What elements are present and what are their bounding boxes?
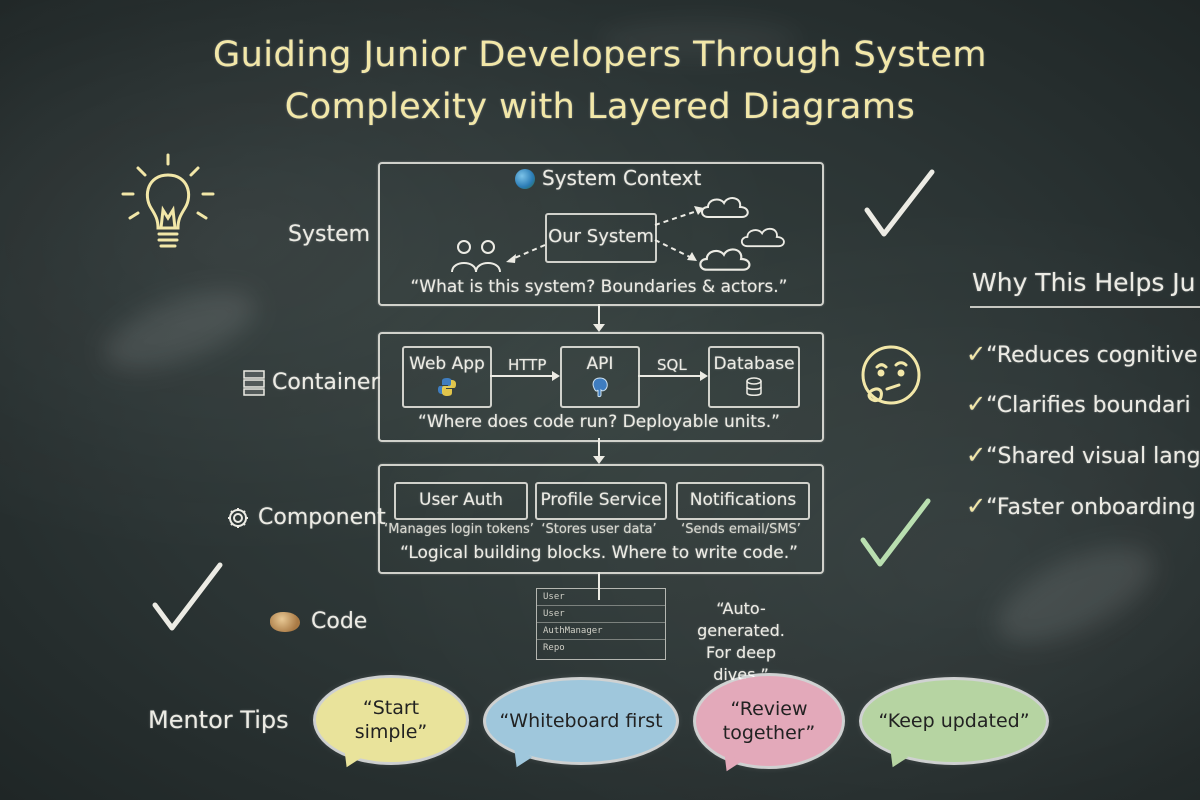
cloud-icon bbox=[699, 248, 751, 271]
system-quote: “What is this system? Boundaries & actor… bbox=[410, 277, 788, 297]
mentor-tip-bubble: “Review together” bbox=[696, 676, 842, 766]
layer-label-container: Container bbox=[272, 370, 380, 395]
mentor-tip-text: “Review together” bbox=[722, 698, 816, 744]
globe-icon bbox=[515, 169, 535, 189]
gear-icon bbox=[228, 508, 248, 528]
checkmark-icon bbox=[152, 562, 223, 631]
component-box bbox=[378, 464, 824, 574]
lightbulb-icon bbox=[121, 153, 215, 248]
why-item-text: “Faster onboarding bbox=[986, 495, 1196, 520]
user-auth-label: User Auth bbox=[419, 490, 503, 510]
container-quote: “Where does code run? Deployable units.” bbox=[418, 412, 780, 432]
http-label: HTTP bbox=[508, 356, 547, 374]
mentor-tip-bubble: “Start simple” bbox=[316, 678, 466, 762]
layer-label-code: Code bbox=[311, 609, 368, 634]
system-context-arrows bbox=[506, 206, 704, 263]
why-underline bbox=[970, 306, 1200, 308]
users-icon bbox=[451, 240, 501, 273]
notifications-box: Notifications bbox=[676, 482, 810, 520]
server-icon bbox=[243, 370, 265, 396]
web-app-box: Web App bbox=[402, 346, 492, 408]
user-auth-note: ‘Manages login tokens’ bbox=[384, 522, 534, 537]
python-icon bbox=[438, 378, 456, 396]
user-auth-box: User Auth bbox=[394, 482, 528, 520]
why-item: ✓“Faster onboarding bbox=[966, 492, 1196, 520]
thinking-face-icon bbox=[861, 345, 921, 405]
checkmark-icon bbox=[864, 169, 935, 237]
code-note-line1: “Auto-generated. bbox=[697, 599, 785, 640]
why-item-text: “Shared visual lang bbox=[986, 444, 1200, 469]
component-quote: “Logical building blocks. Where to write… bbox=[400, 543, 798, 563]
mentor-tip-text: “Keep updated” bbox=[878, 710, 1030, 732]
code-row: Repo bbox=[543, 643, 565, 653]
checkmark-icon: ✓ bbox=[966, 492, 987, 520]
code-note: “Auto-generated. For deep dives.” bbox=[676, 598, 806, 686]
sql-label: SQL bbox=[657, 356, 687, 374]
notifications-note: ‘Sends email/SMS’ bbox=[681, 522, 801, 537]
why-heading: Why This Helps Ju bbox=[972, 268, 1196, 297]
layer-label-component: Component bbox=[258, 505, 386, 530]
database-box: Database bbox=[708, 346, 800, 408]
code-class-diagram: User User AuthManager Repo bbox=[536, 588, 666, 660]
cloud-icon bbox=[701, 197, 749, 218]
chalk-smudge bbox=[600, 20, 800, 60]
chalk-smudge bbox=[94, 274, 266, 386]
web-app-label: Web App bbox=[409, 354, 485, 374]
why-item: ✓“Shared visual lang bbox=[966, 441, 1200, 469]
why-item: ✓“Clarifies boundari bbox=[966, 390, 1191, 418]
our-system-label: Our System bbox=[548, 226, 654, 247]
title-line-1: Guiding Junior Developers Through System bbox=[212, 35, 988, 75]
code-row: User bbox=[537, 606, 665, 623]
mentor-tip-bubble: “Whiteboard first bbox=[486, 680, 676, 762]
mentor-tip-bubble: “Keep updated” bbox=[862, 680, 1046, 762]
container-box bbox=[378, 332, 824, 442]
checkmark-icon: ✓ bbox=[966, 340, 987, 368]
checkmark-icon bbox=[860, 498, 931, 567]
our-system-box: Our System bbox=[545, 213, 657, 263]
layer-label-system: System bbox=[288, 222, 371, 247]
mentor-tip-text: “Whiteboard first bbox=[499, 710, 663, 732]
code-row: AuthManager bbox=[537, 623, 665, 640]
container-arrows bbox=[490, 371, 708, 381]
why-item: ✓“Reduces cognitive bbox=[966, 340, 1198, 368]
profile-service-note: ‘Stores user data’ bbox=[541, 522, 657, 537]
code-icon bbox=[270, 612, 300, 632]
checkmark-icon: ✓ bbox=[966, 441, 987, 469]
title-line-2: Complexity with Layered Diagrams bbox=[284, 87, 916, 127]
system-context-heading: System Context bbox=[542, 166, 702, 190]
database-label: Database bbox=[713, 354, 795, 374]
why-item-text: “Reduces cognitive bbox=[986, 343, 1198, 368]
notifications-label: Notifications bbox=[689, 490, 797, 510]
system-context-box bbox=[378, 162, 824, 306]
cloud-icon bbox=[740, 227, 785, 248]
mentor-tips-label: Mentor Tips bbox=[148, 706, 289, 734]
why-item-text: “Clarifies boundari bbox=[986, 393, 1191, 418]
profile-service-label: Profile Service bbox=[540, 490, 662, 510]
mentor-tip-text: “Start simple” bbox=[354, 697, 428, 743]
checkmark-icon: ✓ bbox=[966, 390, 987, 418]
chalk-smudge bbox=[983, 527, 1167, 663]
database-icon bbox=[746, 377, 762, 396]
code-row: User bbox=[537, 589, 665, 606]
profile-service-box: Profile Service bbox=[535, 482, 667, 520]
api-label: API bbox=[586, 354, 614, 374]
postgres-icon bbox=[592, 377, 608, 398]
